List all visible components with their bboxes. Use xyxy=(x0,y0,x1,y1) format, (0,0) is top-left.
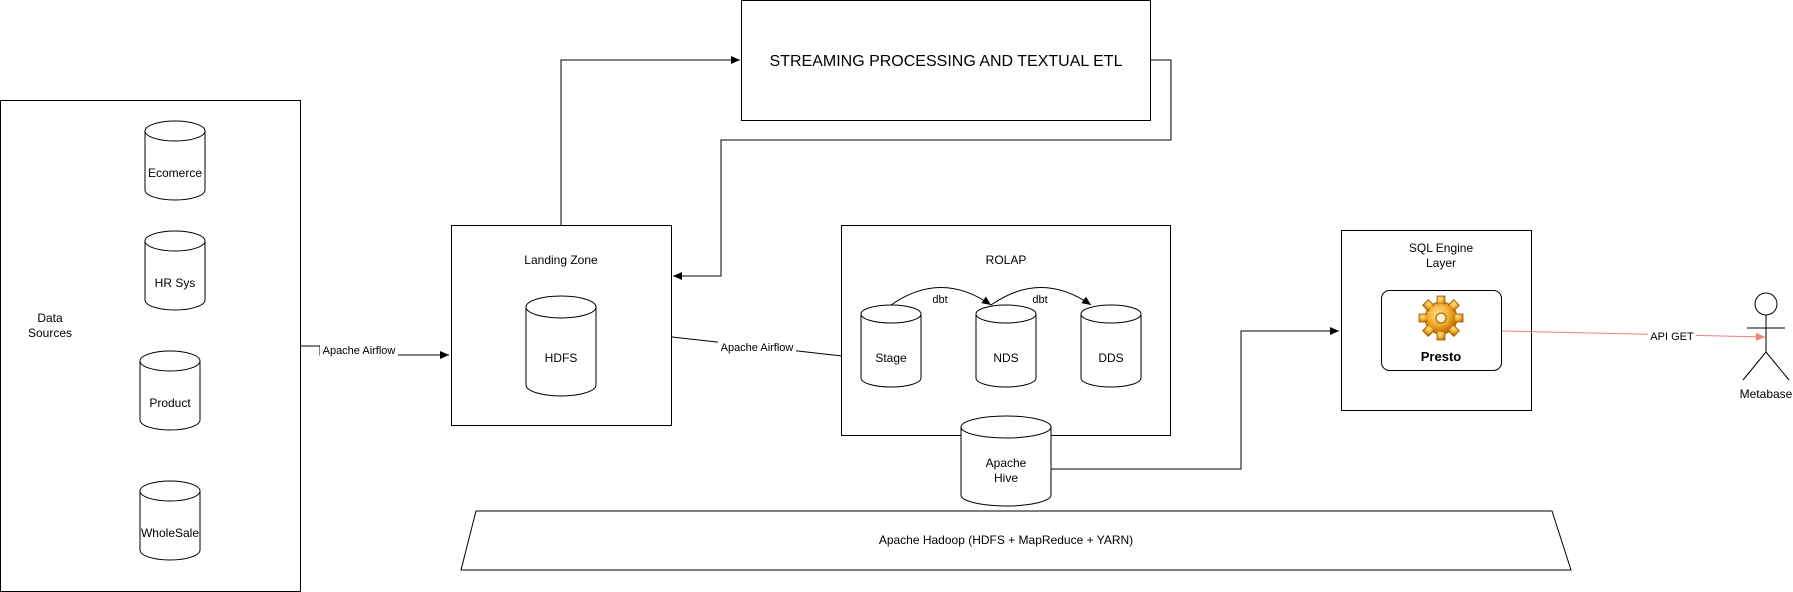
edge-landing-to-streaming[interactable] xyxy=(560,56,740,225)
edge-nds-to-dds[interactable]: dbt xyxy=(990,287,1092,307)
source-label: WholeSale xyxy=(141,526,199,540)
source-label: Ecomerce xyxy=(148,166,202,180)
metabase-actor[interactable]: Metabase xyxy=(1740,292,1793,401)
stage-db[interactable]: Stage xyxy=(860,304,922,388)
rolap-title: ROLAP xyxy=(986,253,1027,267)
streaming-etl-box[interactable]: STREAMING PROCESSING AND TEXTUAL ETL xyxy=(741,0,1151,121)
source-wholesale-db[interactable]: WholeSale xyxy=(139,480,201,561)
landing-zone-title: Landing Zone xyxy=(524,253,598,267)
edge-label: Apache Airflow xyxy=(323,345,396,357)
gear-icon xyxy=(1418,295,1464,341)
edge-stage-to-nds[interactable]: dbt xyxy=(890,287,992,307)
edge-label: dbt xyxy=(1032,294,1047,306)
source-label: Product xyxy=(149,396,191,410)
sql-engine-title-line1: SQL Engine xyxy=(1409,241,1474,255)
presto-engine[interactable]: Presto xyxy=(1381,290,1502,371)
hive-label-line1: Apache xyxy=(986,456,1027,470)
hadoop-platform[interactable]: Apache Hadoop (HDFS + MapReduce + YARN) xyxy=(460,510,1572,571)
landing-zone-box[interactable]: Landing Zone HDFS xyxy=(451,225,672,426)
sql-engine-box[interactable]: SQL Engine Layer Presto xyxy=(1341,230,1532,411)
edge-label: API GET xyxy=(1650,331,1694,343)
sql-engine-title-line2: Layer xyxy=(1426,256,1456,270)
edge-streaming-to-landing[interactable] xyxy=(673,59,1172,280)
presto-label: Presto xyxy=(1421,349,1462,364)
dds-db[interactable]: DDS xyxy=(1080,304,1142,388)
rolap-store-label: NDS xyxy=(993,351,1018,365)
source-label: HR Sys xyxy=(155,276,196,290)
rolap-box[interactable]: ROLAP Stage NDS DDS dbt dbt xyxy=(841,225,1171,436)
rolap-store-label: Stage xyxy=(875,351,907,365)
hdfs-label: HDFS xyxy=(545,351,578,365)
apache-hive-db[interactable]: Apache Hive xyxy=(960,415,1052,507)
hadoop-label: Apache Hadoop (HDFS + MapReduce + YARN) xyxy=(879,533,1133,547)
data-sources-title-line2: Sources xyxy=(28,326,72,340)
hive-label-line2: Hive xyxy=(994,471,1018,485)
rolap-store-label: DDS xyxy=(1098,351,1123,365)
source-product-db[interactable]: Product xyxy=(139,350,201,431)
edge-hive-to-sql-engine[interactable] xyxy=(1051,327,1339,470)
edge-label: Apache Airflow xyxy=(721,342,794,354)
data-sources-title-line1: Data xyxy=(37,311,63,325)
edge-presto-to-metabase[interactable]: API GET xyxy=(1501,329,1766,343)
edge-label: dbt xyxy=(932,294,947,306)
edge-landing-to-rolap[interactable]: Apache Airflow xyxy=(671,336,861,361)
hdfs-db[interactable]: HDFS xyxy=(525,295,597,397)
data-sources-group: Data Sources Ecomerce HR Sys Product Who… xyxy=(0,100,301,592)
edge-sources-to-landing[interactable]: Apache Airflow xyxy=(301,343,449,359)
metabase-label: Metabase xyxy=(1740,387,1793,401)
source-ecomerce-db[interactable]: Ecomerce xyxy=(144,120,206,201)
streaming-title: STREAMING PROCESSING AND TEXTUAL ETL xyxy=(770,53,1123,70)
nds-db[interactable]: NDS xyxy=(975,304,1037,388)
person-icon xyxy=(1742,292,1790,381)
source-hr-sys-db[interactable]: HR Sys xyxy=(144,230,206,311)
